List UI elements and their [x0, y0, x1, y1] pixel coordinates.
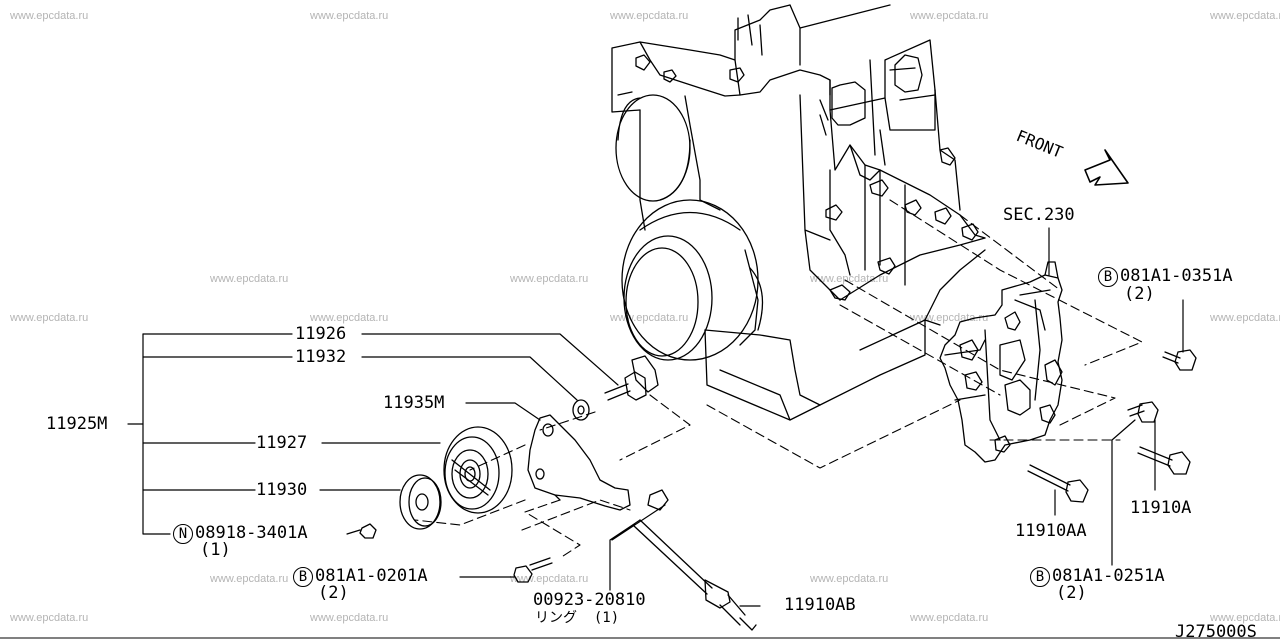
- mounting-bracket: [939, 261, 1063, 463]
- part-label-11932: 11932: [295, 347, 347, 367]
- front-arrow-icon: [1084, 149, 1129, 186]
- watermark: www.epcdata.ru: [610, 312, 689, 324]
- pulley-11927: [443, 426, 513, 514]
- watermark: www.epcdata.ru: [910, 612, 989, 624]
- bolt-a-qty: (2): [1124, 284, 1155, 304]
- bracket-11935M: [527, 414, 631, 511]
- bolt-middle-right: [1127, 401, 1159, 423]
- ring-text: リング: [535, 610, 577, 626]
- bolt-upper-right: [1162, 349, 1197, 371]
- ring-label: リング (1): [535, 611, 619, 625]
- watermark: www.epcdata.ru: [210, 273, 289, 285]
- part-label-11930: 11930: [256, 480, 308, 500]
- watermark: www.epcdata.ru: [310, 10, 389, 22]
- nut-code: 08918-3401A: [195, 523, 308, 543]
- bolt-081A1-0201A: [513, 557, 553, 583]
- dashed-lines: [414, 199, 1143, 559]
- bolt-11910A: [1137, 446, 1191, 475]
- watermark: www.epcdata.ru: [1210, 312, 1280, 324]
- crank-pulley: [621, 199, 764, 361]
- bolt-b-qty: (2): [318, 583, 349, 603]
- washer-11932: [572, 399, 590, 421]
- assembly-label: 11925M: [46, 414, 108, 434]
- watermark: www.epcdata.ru: [310, 312, 389, 324]
- bolt-c-qty: (2): [1056, 583, 1087, 603]
- watermark: www.epcdata.ru: [1210, 10, 1280, 22]
- leader-lines: [127, 227, 1184, 607]
- part-label-11910AA: 11910AA: [1015, 521, 1087, 541]
- plate-11930: [399, 474, 442, 530]
- watermark: www.epcdata.ru: [510, 573, 589, 585]
- watermark: www.epcdata.ru: [510, 273, 589, 285]
- engine-block: [611, 4, 986, 421]
- part-label-11935M: 11935M: [383, 393, 445, 413]
- cam-pulley: [615, 94, 691, 202]
- watermark: www.epcdata.ru: [910, 10, 989, 22]
- watermark: www.epcdata.ru: [10, 10, 89, 22]
- part-label-11926: 11926: [295, 324, 347, 344]
- watermark: www.epcdata.ru: [610, 10, 689, 22]
- adjust-bolt-11910AB: [633, 489, 757, 631]
- nut-08918: [359, 523, 377, 539]
- bolt-prefix-icon: B: [293, 567, 313, 587]
- watermark: www.epcdata.ru: [1210, 612, 1280, 624]
- watermark: www.epcdata.ru: [10, 612, 89, 624]
- bolt-prefix-icon: B: [1098, 267, 1118, 287]
- ring-qty: (1): [593, 610, 620, 626]
- bolt-prefix-icon: B: [1030, 567, 1050, 587]
- part-label-11927: 11927: [256, 433, 308, 453]
- part-label-11910A: 11910A: [1130, 498, 1192, 518]
- watermark: www.epcdata.ru: [310, 612, 389, 624]
- diagram-id: J275000S: [1175, 622, 1257, 640]
- bolt-a-code: 081A1-0351A: [1120, 266, 1233, 286]
- part-label-00923: 00923-20810: [533, 590, 646, 610]
- nut-prefix-icon: N: [173, 524, 193, 544]
- nut-qty: (1): [200, 540, 231, 560]
- watermark: www.epcdata.ru: [210, 573, 289, 585]
- bolt-11926: [604, 355, 659, 401]
- bolt-11910AA: [1027, 464, 1089, 503]
- bolt-b-code: 081A1-0201A: [315, 566, 428, 586]
- watermark: www.epcdata.ru: [810, 573, 889, 585]
- part-label-11910AB: 11910AB: [784, 595, 856, 615]
- bolt-c-code: 081A1-0251A: [1052, 566, 1165, 586]
- watermark: www.epcdata.ru: [10, 312, 89, 324]
- sec-ref-label: SEC.230: [1003, 205, 1075, 225]
